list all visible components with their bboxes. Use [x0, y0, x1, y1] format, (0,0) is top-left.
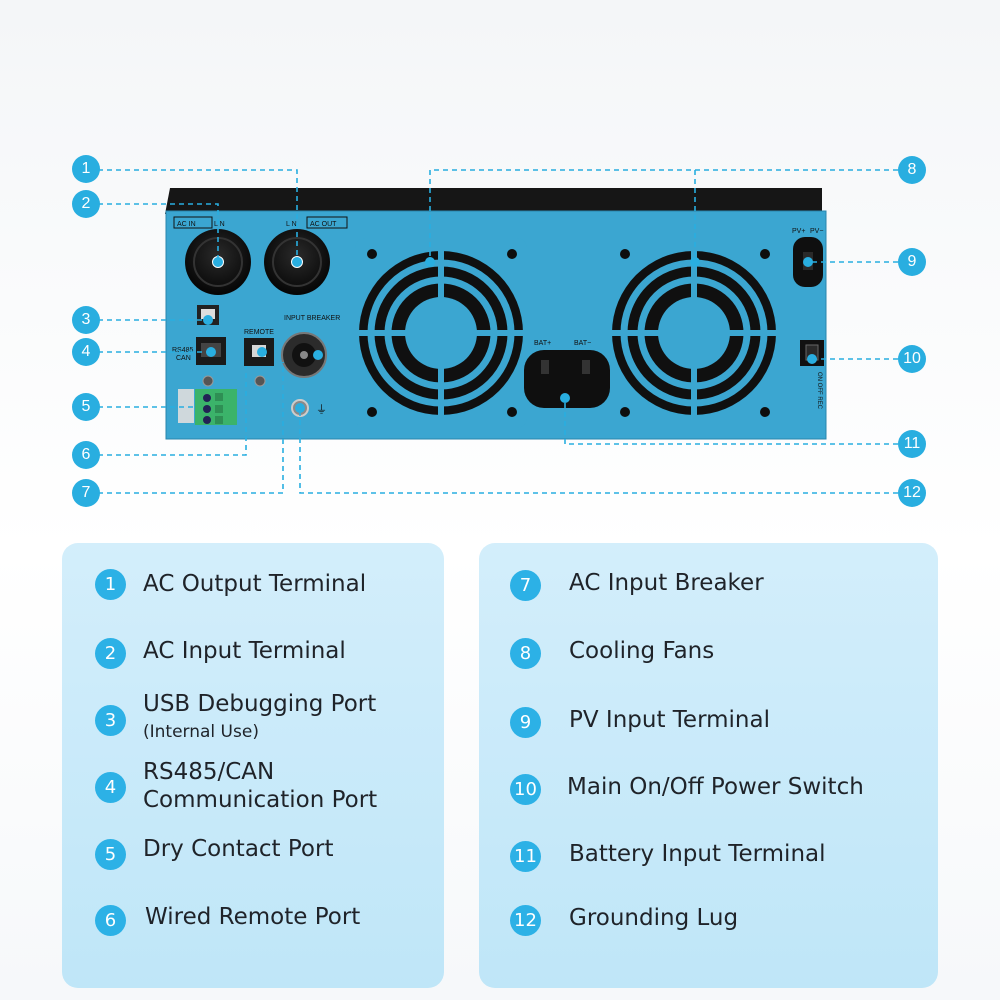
callout-5: 5	[72, 393, 100, 421]
legend-label-2: AC Input Terminal	[143, 638, 346, 664]
legend-label-12: Grounding Lug	[569, 905, 739, 931]
remote-label: REMOTE	[244, 329, 274, 336]
dry-contact-port[interactable]	[178, 389, 237, 425]
ac-in-label: AC IN	[177, 221, 196, 228]
legend-label-4b: Communication Port	[143, 787, 378, 813]
legend-label-5: Dry Contact Port	[143, 836, 334, 862]
cooling-fan-right	[612, 249, 776, 417]
legend-badge-7: 7	[510, 570, 541, 601]
callout-12: 12	[898, 479, 926, 507]
legend-label-11: Battery Input Terminal	[569, 841, 826, 867]
callout-8: 8	[898, 156, 926, 184]
svg-text:⏚: ⏚	[316, 403, 327, 416]
bat-neg-label: BAT−	[574, 340, 591, 347]
ac-out-label: AC OUT	[310, 221, 337, 228]
rs485-label: RS485	[172, 347, 194, 354]
switch-label: ON OFF REC	[816, 372, 822, 410]
ac-in-phase-label: L N	[214, 221, 225, 228]
callout-2: 2	[72, 190, 100, 218]
inverter-rear-panel: AC IN L N L N AC OUT RS485 CAN REMOTE	[98, 169, 898, 494]
legend-badge-2: 2	[95, 638, 126, 669]
callout-dots	[203, 257, 817, 413]
legend-badge-11: 11	[510, 841, 541, 872]
pv-pos-label: PV+	[792, 228, 805, 235]
callout-10: 10	[898, 345, 926, 373]
legend-label-4: RS485/CAN	[143, 759, 275, 785]
callout-3: 3	[72, 306, 100, 334]
cooling-fan-left	[355, 238, 527, 428]
battery-input-terminal[interactable]	[524, 350, 610, 408]
case-top	[165, 188, 822, 214]
callout-9: 9	[898, 248, 926, 276]
legend-card-right: 7 AC Input Breaker 8 Cooling Fans 9 PV I…	[479, 543, 938, 988]
legend-label-9: PV Input Terminal	[569, 707, 770, 733]
legend-badge-4: 4	[95, 772, 126, 803]
callout-7: 7	[72, 479, 100, 507]
legend-badge-9: 9	[510, 707, 541, 738]
legend-badge-12: 12	[510, 905, 541, 936]
legend-label-7: AC Input Breaker	[569, 570, 764, 596]
legend-label-6: Wired Remote Port	[145, 904, 361, 930]
legend-label-3: USB Debugging Port	[143, 691, 377, 717]
callout-6: 6	[72, 441, 100, 469]
legend-label-1: AC Output Terminal	[143, 571, 367, 597]
callout-1: 1	[72, 155, 100, 183]
pv-neg-label: PV−	[810, 228, 823, 235]
legend-badge-8: 8	[510, 638, 541, 669]
leader-lines	[98, 169, 898, 494]
ac-input-breaker[interactable]	[281, 332, 327, 378]
callout-4: 4	[72, 338, 100, 366]
legend-label-10: Main On/Off Power Switch	[567, 774, 864, 800]
legend-badge-3: 3	[95, 705, 126, 736]
legend-badge-10: 10	[510, 774, 541, 805]
legend-sublabel-3: (Internal Use)	[143, 722, 259, 742]
legend-label-8: Cooling Fans	[569, 638, 715, 664]
legend-badge-6: 6	[95, 905, 126, 936]
input-breaker-label: INPUT BREAKER	[284, 315, 340, 322]
legend-card-left: 1 AC Output Terminal 2 AC Input Terminal…	[62, 543, 444, 988]
legend-badge-5: 5	[95, 839, 126, 870]
can-label: CAN	[176, 355, 191, 362]
callout-11: 11	[898, 430, 926, 458]
device-illustration: AC IN L N L N AC OUT RS485 CAN REMOTE	[72, 155, 926, 507]
legend-badge-1: 1	[95, 569, 126, 600]
bat-pos-label: BAT+	[534, 340, 551, 347]
ac-out-phase-label: L N	[286, 221, 297, 228]
